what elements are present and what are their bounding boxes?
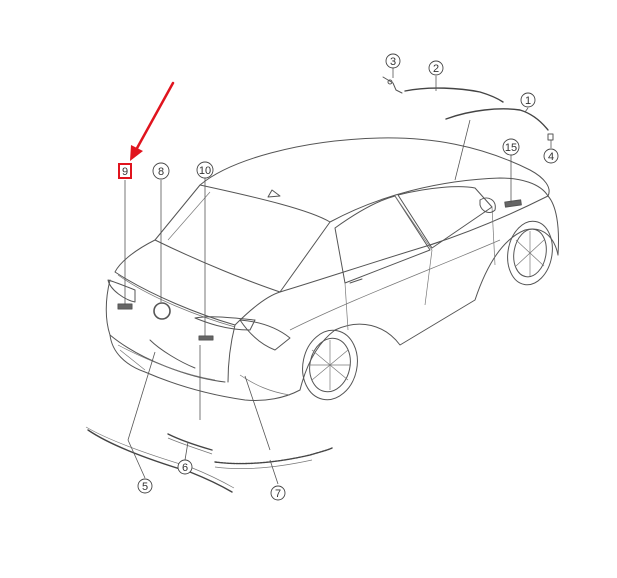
svg-text:2: 2 xyxy=(433,63,439,75)
svg-text:4: 4 xyxy=(548,151,554,163)
red-arrow-icon xyxy=(130,81,175,161)
svg-text:7: 7 xyxy=(275,488,281,500)
svg-text:9: 9 xyxy=(122,166,128,178)
callout-9[interactable]: 9 xyxy=(118,163,132,179)
car-illustration xyxy=(105,137,559,401)
leader-lines xyxy=(124,68,552,485)
part-1-roof-molding xyxy=(445,108,549,131)
callout-2[interactable]: 2 xyxy=(428,60,444,76)
loose-parts xyxy=(85,76,554,493)
callouts: 1 2 3 4 5 6 7 8 xyxy=(118,53,559,501)
part-4-clip xyxy=(547,133,554,141)
svg-text:10: 10 xyxy=(199,165,211,177)
callout-1[interactable]: 1 xyxy=(520,92,536,108)
svg-text:6: 6 xyxy=(182,462,188,474)
callout-10[interactable]: 10 xyxy=(196,161,214,179)
part-5-trim-strip xyxy=(87,429,233,493)
part-7-trim xyxy=(214,447,333,465)
part-6-trim xyxy=(167,433,213,451)
svg-text:15: 15 xyxy=(505,142,517,154)
callout-5[interactable]: 5 xyxy=(137,478,153,494)
svg-text:1: 1 xyxy=(525,95,531,107)
svg-text:3: 3 xyxy=(390,56,396,68)
svg-text:8: 8 xyxy=(158,166,164,178)
part-3-clip xyxy=(382,76,403,94)
part-2-roof-molding xyxy=(404,87,504,103)
callout-6[interactable]: 6 xyxy=(177,459,193,475)
callout-7[interactable]: 7 xyxy=(270,485,286,501)
callout-3[interactable]: 3 xyxy=(385,53,401,69)
svg-text:5: 5 xyxy=(142,481,148,493)
callout-4[interactable]: 4 xyxy=(543,148,559,164)
callout-8[interactable]: 8 xyxy=(152,162,170,180)
callout-15[interactable]: 15 xyxy=(502,138,520,156)
